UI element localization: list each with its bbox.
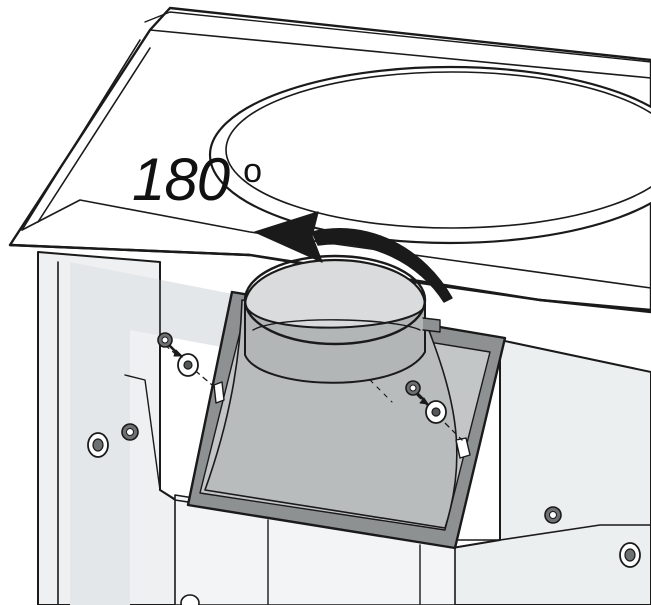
rotation-angle-value: 180 xyxy=(132,146,230,213)
duct-adapter xyxy=(186,254,507,550)
rotation-arrow xyxy=(254,211,453,303)
top-opening-inner xyxy=(225,71,651,229)
fasteners xyxy=(157,332,463,441)
rear-shade-panel xyxy=(70,262,238,605)
screw-right xyxy=(405,380,426,402)
rotation-arrow-body xyxy=(311,228,453,303)
top-front-lip xyxy=(21,199,651,289)
nut-right-lower xyxy=(619,542,641,568)
slot-left xyxy=(213,381,225,404)
left-bend xyxy=(124,374,161,491)
nut-bottom xyxy=(180,594,200,605)
side-nuts xyxy=(87,423,641,605)
washer-left xyxy=(173,349,199,377)
collar-top xyxy=(243,254,427,346)
nut-right-mid xyxy=(544,506,562,524)
rotation-angle-unit: o xyxy=(243,152,262,190)
rotation-arrow-head xyxy=(254,211,323,263)
collar-tab xyxy=(422,317,441,333)
screw-left xyxy=(157,332,178,354)
top-bevel xyxy=(21,29,651,231)
collar-inner-band xyxy=(252,319,421,331)
nut-left-mid xyxy=(121,423,139,441)
hood-top-panel xyxy=(8,6,651,314)
assembly-line xyxy=(409,387,463,441)
slot-right xyxy=(455,437,471,459)
top-rim xyxy=(144,11,651,63)
washer-right xyxy=(419,397,447,424)
right-ledge xyxy=(454,524,651,541)
nut-left-upper xyxy=(87,432,109,458)
